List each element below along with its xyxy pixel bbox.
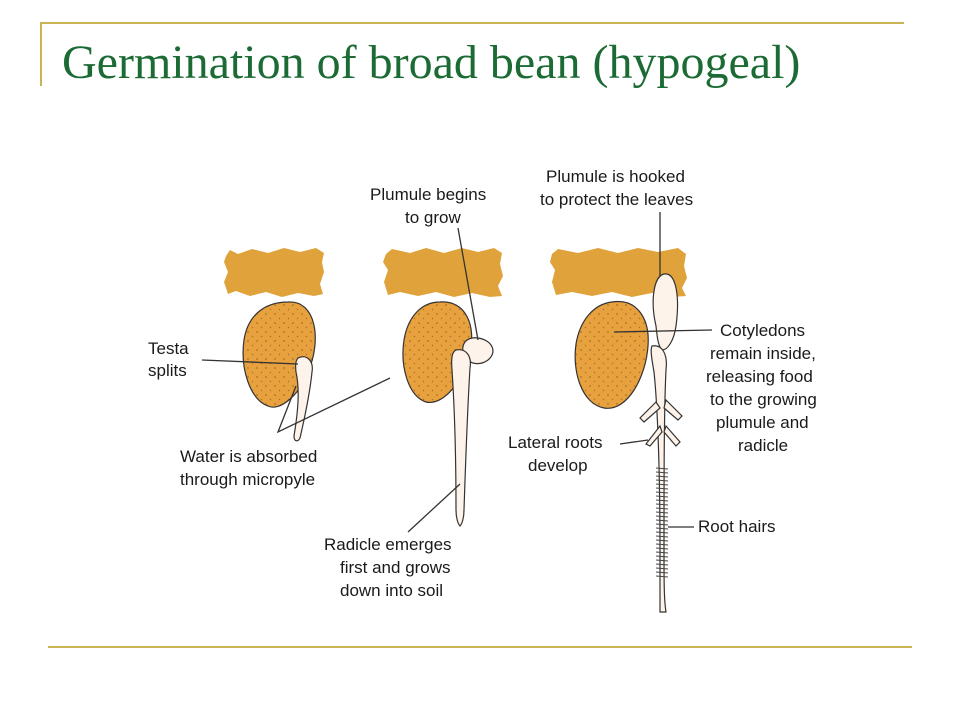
germination-diagram: Testa splits Water is absorbed through m… bbox=[148, 167, 817, 613]
root-hair bbox=[655, 523, 669, 526]
plumule-hook-2 bbox=[462, 337, 494, 365]
root-hair bbox=[655, 535, 669, 538]
svg-text:Plumule is hooked: Plumule is hooked bbox=[546, 167, 685, 186]
label-plumule-hooked: Plumule is hooked to protect the leaves bbox=[540, 167, 693, 209]
soil-layer-2 bbox=[383, 248, 503, 297]
root-hair bbox=[655, 471, 669, 474]
root-hair bbox=[655, 503, 669, 506]
svg-text:down into soil: down into soil bbox=[340, 581, 443, 600]
root-hair bbox=[655, 487, 669, 490]
leader-water bbox=[276, 377, 391, 434]
svg-text:Root hairs: Root hairs bbox=[698, 517, 775, 536]
svg-text:Radicle emerges: Radicle emerges bbox=[324, 535, 452, 554]
root-hair bbox=[655, 547, 669, 550]
root-hair bbox=[655, 499, 669, 502]
soil-layer-3 bbox=[550, 248, 687, 297]
lateral-roots-3 bbox=[639, 398, 683, 447]
root-hair bbox=[655, 563, 669, 566]
svg-text:remain inside,: remain inside, bbox=[710, 344, 816, 363]
root-hair bbox=[655, 515, 669, 518]
label-water-absorbed: Water is absorbed through micropyle bbox=[180, 447, 317, 489]
root-hair bbox=[655, 543, 669, 546]
frame-accent-top bbox=[40, 22, 904, 24]
svg-text:Plumule begins: Plumule begins bbox=[370, 185, 486, 204]
root-hair bbox=[655, 539, 669, 542]
slide-title: Germination of broad bean (hypogeal) bbox=[62, 36, 801, 89]
leader-testa bbox=[201, 359, 299, 365]
root-hair bbox=[655, 567, 669, 570]
frame-accent-bottom bbox=[48, 646, 912, 648]
root-hair bbox=[655, 531, 669, 534]
root-hair bbox=[655, 559, 669, 562]
svg-text:to grow: to grow bbox=[405, 208, 461, 227]
radicle-1 bbox=[293, 356, 313, 442]
svg-text:to the growing: to the growing bbox=[710, 390, 817, 409]
stage-3 bbox=[550, 248, 687, 613]
label-plumule-begins: Plumule begins to grow bbox=[370, 185, 486, 227]
root-hair bbox=[655, 475, 669, 478]
svg-text:develop: develop bbox=[528, 456, 588, 475]
label-lateral-roots: Lateral roots develop bbox=[508, 433, 603, 475]
label-root-hairs: Root hairs bbox=[698, 517, 775, 536]
radicle-2 bbox=[451, 349, 471, 527]
root-hair bbox=[655, 511, 669, 514]
label-radicle-emerges: Radicle emerges first and grows down int… bbox=[324, 535, 452, 600]
svg-text:releasing food: releasing food bbox=[706, 367, 813, 386]
root-hair bbox=[655, 551, 669, 554]
leader-lateral bbox=[619, 439, 649, 445]
svg-text:first and grows: first and grows bbox=[340, 558, 451, 577]
root-hair bbox=[655, 483, 669, 486]
root-hair bbox=[655, 527, 669, 530]
svg-text:splits: splits bbox=[148, 361, 187, 380]
label-cotyledons: Cotyledons remain inside, releasing food… bbox=[706, 321, 817, 455]
root-hair bbox=[655, 467, 669, 470]
root-hairs-3 bbox=[655, 467, 669, 578]
svg-text:through micropyle: through micropyle bbox=[180, 470, 315, 489]
leader-radicle bbox=[407, 483, 461, 533]
leader-cotyledons bbox=[613, 329, 713, 333]
root-hair bbox=[655, 507, 669, 510]
svg-text:plumule and: plumule and bbox=[716, 413, 809, 432]
plumule-hooked-3 bbox=[652, 273, 679, 351]
main-root-3 bbox=[650, 345, 667, 613]
svg-text:Cotyledons: Cotyledons bbox=[720, 321, 805, 340]
label-testa: Testa splits bbox=[148, 339, 189, 380]
root-hair bbox=[655, 519, 669, 522]
svg-text:radicle: radicle bbox=[738, 436, 788, 455]
root-hair bbox=[655, 571, 669, 574]
stage-1 bbox=[224, 248, 324, 442]
root-hair bbox=[655, 555, 669, 558]
soil-layer-1 bbox=[224, 248, 324, 297]
svg-text:Testa: Testa bbox=[148, 339, 189, 358]
stage-2 bbox=[383, 248, 503, 527]
root-hair bbox=[655, 491, 669, 494]
svg-text:Water is absorbed: Water is absorbed bbox=[180, 447, 317, 466]
root-hair bbox=[655, 479, 669, 482]
svg-text:to protect the leaves: to protect the leaves bbox=[540, 190, 693, 209]
frame-accent-vertical bbox=[40, 22, 42, 86]
leader-plumule-begins bbox=[457, 227, 479, 341]
root-hair bbox=[655, 575, 669, 578]
svg-text:Lateral roots: Lateral roots bbox=[508, 433, 603, 452]
root-hair bbox=[655, 495, 669, 498]
